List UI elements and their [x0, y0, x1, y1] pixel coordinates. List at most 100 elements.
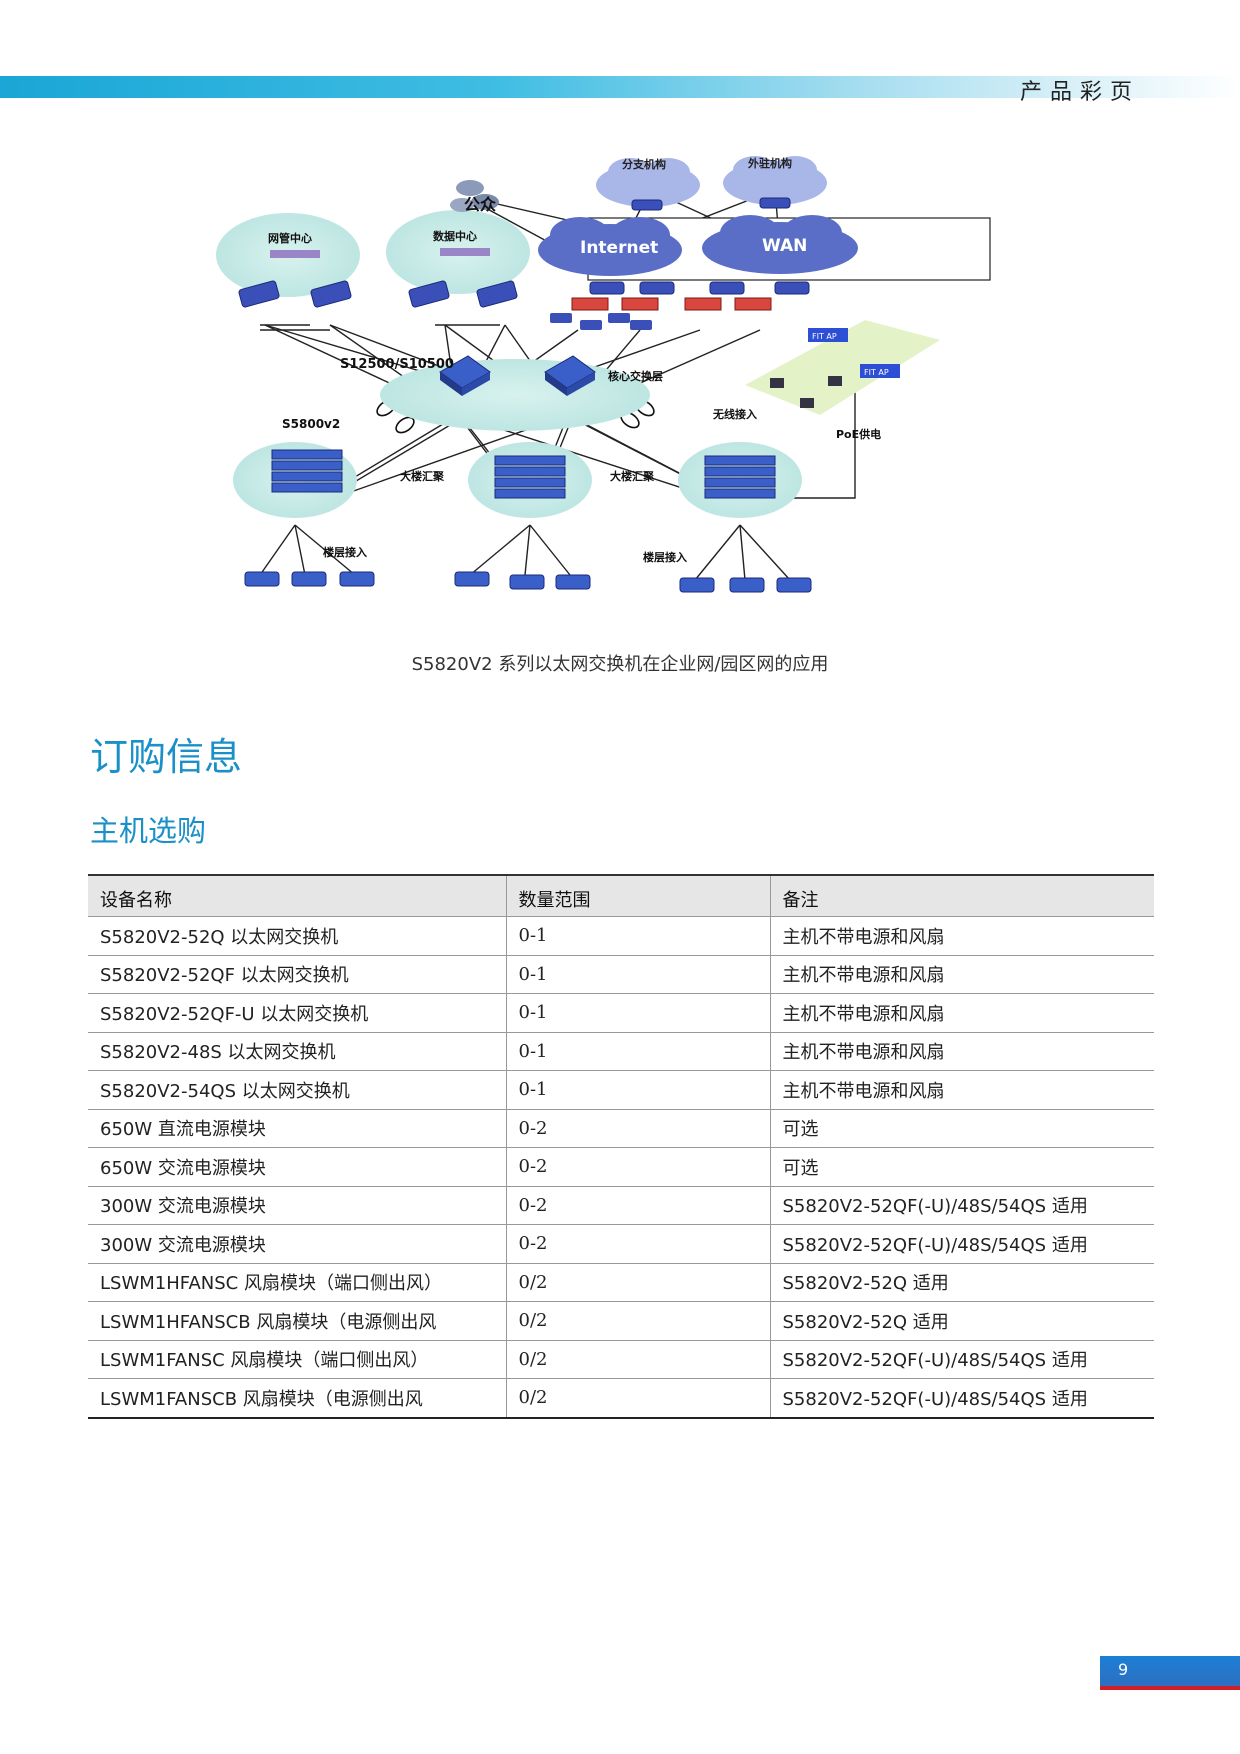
cell-quantity: 0-2 — [505, 1147, 770, 1187]
internet-cloud — [538, 217, 682, 276]
cell-device: LSWM1FANSC 风扇模块（端口侧出风） — [88, 1340, 506, 1379]
table-header-row: 设备名称 数量范围 备注 — [88, 874, 1154, 917]
diagram-label-core-layer: 核心交换层 — [608, 369, 663, 383]
diagram-label-floor-access-1: 楼层接入 — [323, 545, 367, 559]
cell-remark: S5820V2-52QF(-U)/48S/54QS 适用 — [769, 1340, 1154, 1379]
cell-remark: S5820V2-52Q 适用 — [769, 1301, 1154, 1341]
cell-quantity: 0-1 — [505, 1070, 770, 1110]
diagram-label-core-model: S12500/S10500 — [340, 357, 454, 372]
cell-device: 300W 交流电源模块 — [88, 1186, 506, 1225]
cell-quantity: 0/2 — [505, 1301, 770, 1341]
cell-device: 650W 直流电源模块 — [88, 1109, 506, 1148]
diagram-label-wan: WAN — [762, 236, 807, 256]
cell-quantity: 0-2 — [505, 1186, 770, 1225]
branch-cloud — [596, 158, 700, 207]
header-quantity: 数量范围 — [505, 874, 770, 917]
cell-quantity: 0-1 — [505, 1032, 770, 1071]
cell-device: S5820V2-52QF 以太网交换机 — [88, 955, 506, 994]
small-switch-icons — [550, 313, 652, 330]
cell-device: S5820V2-54QS 以太网交换机 — [88, 1070, 506, 1110]
cell-device: 300W 交流电源模块 — [88, 1224, 506, 1264]
cell-device: S5820V2-52Q 以太网交换机 — [88, 916, 506, 956]
aggregation-stack-icons — [271, 449, 776, 499]
cell-remark: 主机不带电源和风扇 — [769, 1070, 1154, 1110]
diagram-label-netmgmt: 网管中心 — [268, 231, 312, 245]
cell-quantity: 0/2 — [505, 1378, 770, 1419]
cell-device: LSWM1HFANSC 风扇模块（端口侧出风） — [88, 1263, 506, 1302]
page-number: 9 — [1118, 1660, 1129, 1679]
cell-device: LSWM1FANSCB 风扇模块（电源侧出风 — [88, 1378, 506, 1419]
cell-quantity: 0-1 — [505, 916, 770, 956]
cell-device: LSWM1HFANSCB 风扇模块（电源侧出风 — [88, 1301, 506, 1341]
cell-quantity: 0-2 — [505, 1109, 770, 1148]
firewall-icons — [571, 297, 772, 311]
network-diagram: 公众 分支机构 外驻机构 Internet WAN 网管中心 数据中心 S125… — [216, 156, 991, 593]
diagram-label-floor-access-2: 楼层接入 — [643, 550, 687, 564]
cell-remark: 主机不带电源和风扇 — [769, 1032, 1154, 1071]
cell-quantity: 0-2 — [505, 1224, 770, 1264]
fitap-tag-2 — [860, 364, 900, 378]
cell-remark: S5820V2-52QF(-U)/48S/54QS 适用 — [769, 1224, 1154, 1264]
header-remark: 备注 — [769, 874, 1154, 917]
cell-device: 650W 交流电源模块 — [88, 1147, 506, 1187]
wan-cloud — [702, 215, 858, 274]
cell-remark: 可选 — [769, 1147, 1154, 1187]
cell-remark: 主机不带电源和风扇 — [769, 916, 1154, 956]
figure-caption: S5820V2 系列以太网交换机在企业网/园区网的应用 — [411, 654, 829, 675]
diagram-label-public: 公众 — [464, 195, 497, 214]
page-number-tab: 9 — [1100, 1656, 1240, 1690]
diagram-label-branch: 分支机构 — [622, 157, 666, 171]
cell-remark: 可选 — [769, 1109, 1154, 1148]
server-icons — [270, 248, 490, 258]
diagram-label-internet: Internet — [580, 238, 658, 258]
diagram-label-datacenter: 数据中心 — [433, 229, 477, 243]
wireless-user-icons — [770, 376, 842, 408]
access-switch-icons — [244, 571, 812, 593]
cell-quantity: 0-1 — [505, 993, 770, 1033]
cell-remark: S5820V2-52QF(-U)/48S/54QS 适用 — [769, 1378, 1154, 1419]
diagram-label-wireless: 无线接入 — [712, 407, 757, 421]
cell-remark: S5820V2-52QF(-U)/48S/54QS 适用 — [769, 1186, 1154, 1225]
section-title: 订购信息 — [90, 735, 243, 779]
core-switch-icons — [439, 355, 596, 396]
header-bar — [0, 76, 1240, 98]
cell-remark: S5820V2-52Q 适用 — [769, 1263, 1154, 1302]
subsection-title: 主机选购 — [90, 814, 207, 848]
cell-remark: 主机不带电源和风扇 — [769, 993, 1154, 1033]
diagram-label-poe: PoE供电 — [836, 427, 881, 441]
diagram-label-building-agg-2: 大楼汇聚 — [610, 469, 655, 483]
outpost-cloud — [723, 156, 827, 205]
router-icons — [589, 197, 810, 295]
cell-quantity: 0-1 — [505, 955, 770, 994]
header-device-name: 设备名称 — [88, 874, 506, 917]
header-label: 产品彩页 — [1019, 80, 1140, 105]
cell-quantity: 0/2 — [505, 1263, 770, 1302]
diagram-label-building-agg-1: 大楼汇聚 — [400, 469, 445, 483]
fitap-tag-1 — [808, 328, 848, 342]
public-users-icon — [450, 180, 499, 212]
diagram-label-outpost: 外驻机构 — [747, 156, 792, 170]
cell-remark: 主机不带电源和风扇 — [769, 955, 1154, 994]
diagram-label-fitap-2: FIT AP — [864, 368, 889, 377]
cell-quantity: 0/2 — [505, 1340, 770, 1379]
cell-device: S5820V2-52QF-U 以太网交换机 — [88, 993, 506, 1033]
diagram-label-fitap-1: FIT AP — [812, 332, 837, 341]
distribution-switch-icons — [238, 280, 518, 308]
cell-device: S5820V2-48S 以太网交换机 — [88, 1032, 506, 1071]
diagram-label-agg-model: S5800v2 — [282, 417, 340, 431]
wireless-zone — [745, 320, 940, 415]
